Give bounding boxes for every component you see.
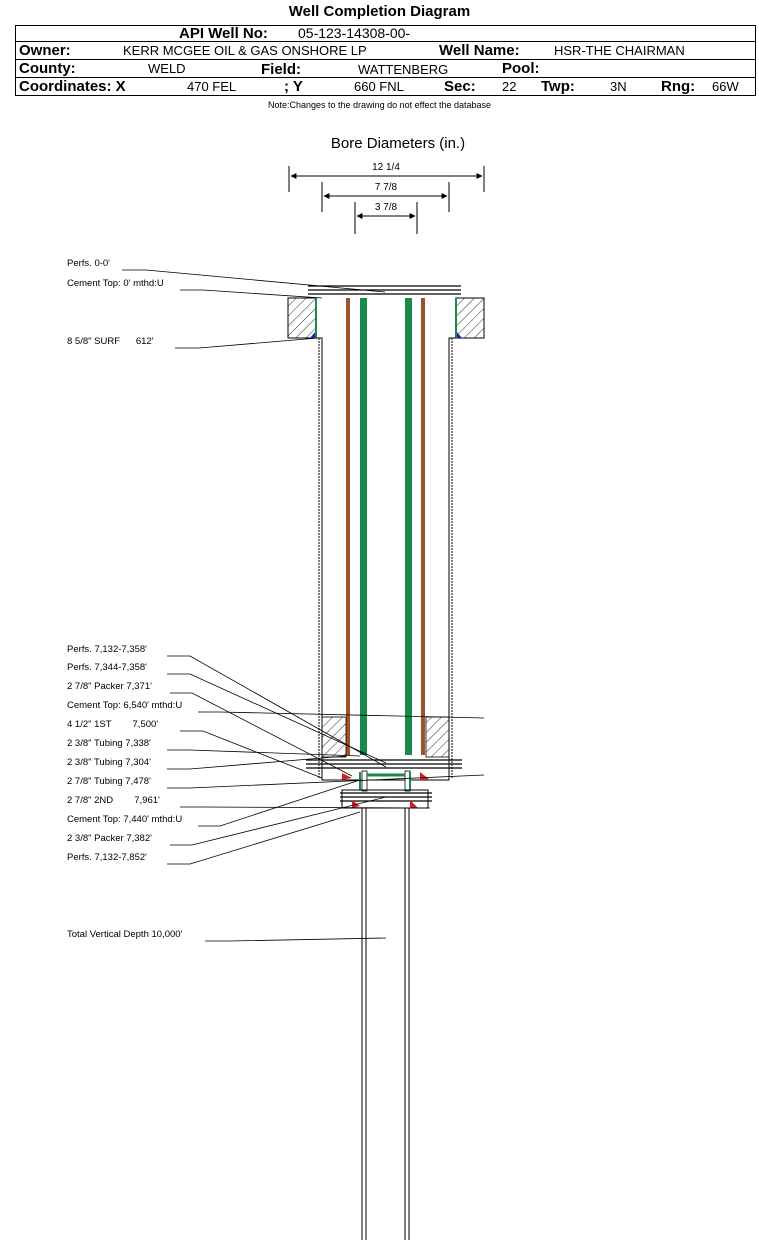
bore-dimension-3: 3 7/8 xyxy=(354,202,418,234)
bore-diameter-label: 3 7/8 xyxy=(375,202,398,213)
api-label: API Well No: xyxy=(179,25,268,42)
twp-label: Twp: xyxy=(541,78,575,95)
bore-dimension-1: 12 1/4 xyxy=(288,162,485,192)
bore-diameter-label: 7 7/8 xyxy=(375,182,398,193)
owner-row: Owner: KERR MCGEE OIL & GAS ONSHORE LP W… xyxy=(15,41,756,60)
api-row: API Well No: 05-123-14308-00- xyxy=(15,25,756,42)
owner-value: KERR MCGEE OIL & GAS ONSHORE LP xyxy=(123,43,367,58)
rng-value: 66W xyxy=(712,79,739,94)
field-label: Field: xyxy=(261,61,301,78)
annotation-label: 4 1/2" 1ST 7,500' xyxy=(67,719,158,730)
page-title: Well Completion Diagram xyxy=(288,3,471,20)
api-value: 05-123-14308-00- xyxy=(298,25,411,41)
well-name-value: HSR-THE CHAIRMAN xyxy=(554,43,685,58)
annotation-label: 2 7/8" 2ND 7,961' xyxy=(67,795,160,806)
coord-x-value: 470 FEL xyxy=(187,79,237,94)
coord-x-label: Coordinates: X xyxy=(19,78,126,95)
lower-annotations: Perfs. 7,132-7,358' Perfs. 7,344-7,358' … xyxy=(67,644,485,942)
twp-value: 3N xyxy=(610,79,627,94)
annotation-label: Perfs. 7,344-7,358' xyxy=(67,662,147,673)
lower-cement xyxy=(321,716,450,758)
annotation-label: Cement Top: 6,540' mthd:U xyxy=(67,700,182,711)
annotation-label: Total Vertical Depth 10,000' xyxy=(67,929,183,940)
pool-label: Pool: xyxy=(502,60,540,77)
coord-y-label: ; Y xyxy=(284,78,303,95)
lower-tubing xyxy=(361,808,410,1240)
surface-cement xyxy=(287,297,485,339)
well-name-label: Well Name: xyxy=(439,42,520,59)
annotation-label: 8 5/8" SURF 612' xyxy=(67,336,154,347)
county-label: County: xyxy=(19,60,76,77)
upper-annotations: Perfs. 0-0' Cement Top: 0' mthd:U 8 5/8"… xyxy=(67,258,386,349)
county-value: WELD xyxy=(148,61,186,76)
production-casing xyxy=(316,337,456,778)
packer-assembly xyxy=(321,767,450,792)
annotation-label: Cement Top: 0' mthd:U xyxy=(67,278,164,289)
top-perforation-lines xyxy=(308,285,461,295)
annotation-label: 2 7/8" Packer 7,371' xyxy=(67,681,152,692)
annotation-label: Cement Top: 7,440' mthd:U xyxy=(67,814,182,825)
bore-title: Bore Diameters (in.) xyxy=(331,135,465,152)
bore-diameter-label: 12 1/4 xyxy=(372,162,400,173)
field-value: WATTENBERG xyxy=(358,62,449,77)
coord-y-value: 660 FNL xyxy=(354,79,404,94)
annotation-label: 2 3/8" Tubing 7,338' xyxy=(67,738,151,749)
annotation-label: Perfs. 0-0' xyxy=(67,258,110,269)
annotation-label: Perfs. 7,132-7,358' xyxy=(67,644,147,655)
annotation-label: 2 3/8" Tubing 7,304' xyxy=(67,757,151,768)
owner-label: Owner: xyxy=(19,42,71,59)
annotation-label: 2 7/8" Tubing 7,478' xyxy=(67,776,151,787)
sec-label: Sec: xyxy=(444,78,476,95)
database-note: Note:Changes to the drawing do not effec… xyxy=(268,100,491,110)
bore-dimension-2: 7 7/8 xyxy=(321,182,450,212)
annotation-label: Perfs. 7,132-7,852' xyxy=(67,852,147,863)
coordinates-row: Coordinates: X 470 FEL ; Y 660 FNL Sec: … xyxy=(15,77,756,96)
rng-label: Rng: xyxy=(661,78,696,95)
annotation-label: 2 3/8" Packer 7,382' xyxy=(67,833,152,844)
casing-strings xyxy=(346,298,425,755)
sec-value: 22 xyxy=(502,79,517,94)
